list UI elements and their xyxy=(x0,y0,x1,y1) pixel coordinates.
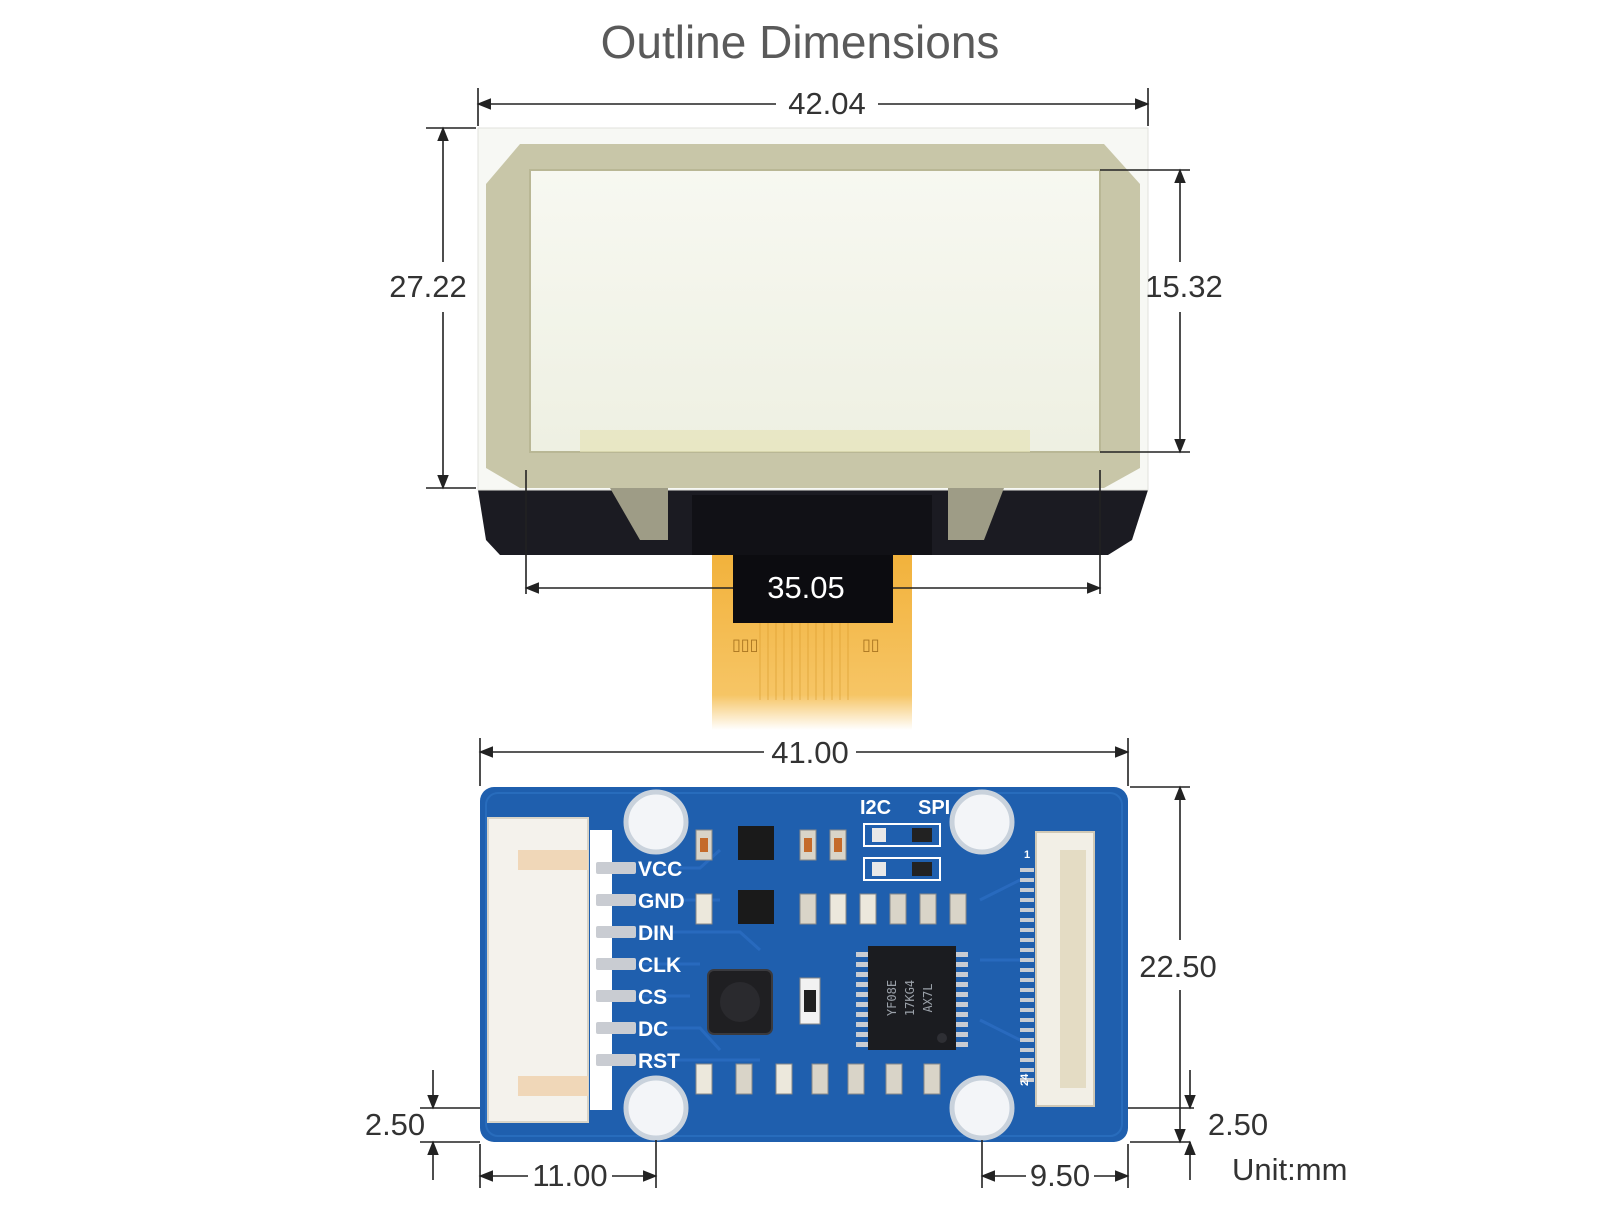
chip-marking-line-2: 17KG4 xyxy=(903,980,917,1016)
header-latch-bottom xyxy=(518,1076,588,1096)
frame-tab-left xyxy=(610,488,668,540)
pin-label-din: DIN xyxy=(638,922,674,945)
mount-hole-top-left xyxy=(623,789,689,855)
dim-hole-offset-right-bottom: 2.50 xyxy=(1208,1107,1268,1142)
dim-board-width: 41.00 xyxy=(771,735,849,770)
chip-marking-line-1: YF08E xyxy=(885,980,899,1016)
header-latch-top xyxy=(518,850,588,870)
fpc-pin-last-label: 24 xyxy=(1019,1073,1031,1086)
pin-label-dc: DC xyxy=(638,1018,668,1041)
mount-hole-top-right xyxy=(949,789,1015,855)
dim-oled-active-height: 15.32 xyxy=(1145,269,1223,304)
dim-oled-active-width: 35.05 xyxy=(767,570,845,605)
level-shifter-chip xyxy=(856,946,968,1050)
interface-select-pads xyxy=(863,823,941,881)
dim-board-height: 22.50 xyxy=(1139,949,1217,984)
driver-board: VCC GND DIN CLK CS DC RST I2C SPI xyxy=(480,787,1128,1142)
pin-label-rst: RST xyxy=(638,1050,680,1073)
label-block xyxy=(733,555,893,623)
flex-print-mark: ▯▯▯ xyxy=(732,637,758,654)
interface-label-spi: SPI xyxy=(918,797,950,819)
unit-label: Unit:mm xyxy=(1232,1152,1347,1187)
oled-panel: ▯▯▯ ▯▯ xyxy=(477,127,1149,730)
dim-hole-offset-right: 9.50 xyxy=(1030,1158,1090,1193)
smd-components xyxy=(695,826,967,1095)
pin-label-clk: CLK xyxy=(638,954,681,977)
flex-traces xyxy=(759,620,849,700)
pcb-edge xyxy=(485,792,1123,1137)
pcb-body xyxy=(480,787,1128,1142)
dim-hole-offset-left: 11.00 xyxy=(532,1158,607,1193)
oled-dimension-lines xyxy=(426,88,1190,594)
dim-oled-width-overall: 42.04 xyxy=(788,86,866,121)
page-title: Outline Dimensions xyxy=(601,16,1000,68)
buzzer-center xyxy=(720,982,760,1022)
pin-label-gnd: GND xyxy=(638,890,685,913)
board-dimension-lines xyxy=(420,738,1196,1188)
fpc-connector xyxy=(1020,831,1095,1107)
mount-hole-bottom-left xyxy=(623,1075,689,1141)
dim-hole-offset-left-bottom: 2.50 xyxy=(365,1107,425,1142)
fpc-pin-first-label: 1 xyxy=(1024,849,1030,861)
dim-oled-height-overall: 27.22 xyxy=(389,269,467,304)
interface-label-i2c: I2C xyxy=(860,797,891,819)
pin-label-cs: CS xyxy=(638,986,667,1009)
pin-label-vcc: VCC xyxy=(638,858,682,881)
panel-connector xyxy=(692,495,932,555)
header-pads xyxy=(596,862,636,1066)
frame-tab-right xyxy=(948,488,1004,540)
active-area xyxy=(529,169,1101,453)
mount-hole-bottom-right xyxy=(949,1075,1015,1141)
chip-marking-line-3: AX7L xyxy=(921,984,935,1013)
flex-print-mark: ▯▯ xyxy=(862,637,880,654)
panel-driver-strip xyxy=(580,430,1030,452)
pcb-traces xyxy=(640,848,1021,1062)
